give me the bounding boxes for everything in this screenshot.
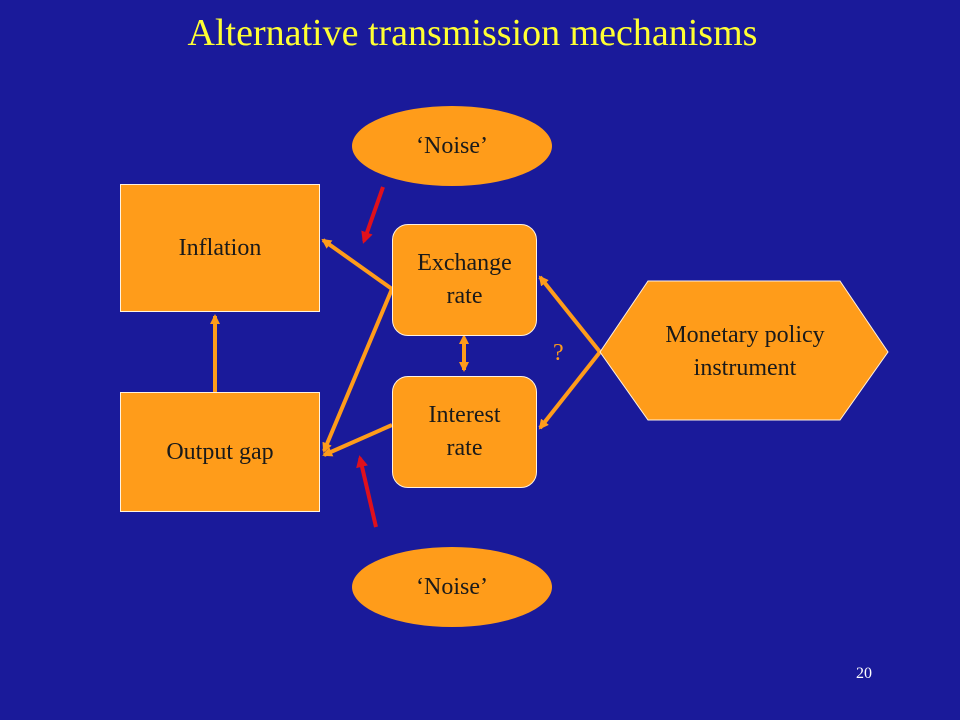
arrow-interest-rate-to-output-gap <box>322 423 393 457</box>
monetary-policy-hexagon <box>599 280 889 421</box>
inflation-box: Inflation <box>120 184 320 312</box>
noise-bottom-ellipse: ‘Noise’ <box>352 547 552 627</box>
arrow-exchange-rate-to-output-gap <box>322 288 394 453</box>
noise-arrow-bottom <box>356 455 378 528</box>
noise-bottom-label: ‘Noise’ <box>416 573 488 600</box>
arrow-exchange-rate-to-inflation <box>321 238 394 291</box>
noise-arrow-top <box>361 186 385 244</box>
slide-title: Alternative transmission mechanisms <box>187 12 758 54</box>
exchange-rate-box: Exchange rate <box>392 224 537 336</box>
noise-top-ellipse: ‘Noise’ <box>352 106 552 186</box>
arrow-policy-to-interest-rate <box>538 350 602 430</box>
output-gap-box: Output gap <box>120 392 320 512</box>
question-mark-label: ? <box>553 340 564 366</box>
noise-top-label: ‘Noise’ <box>416 132 488 159</box>
page-number: 20 <box>856 665 872 682</box>
monetary-policy-label: Monetary policy instrument <box>665 322 825 381</box>
inflation-label: Inflation <box>178 234 262 261</box>
arrow-policy-to-exchange-rate <box>538 275 602 354</box>
output-gap-label: Output gap <box>166 438 274 465</box>
interest-rate-box: Interest rate <box>392 376 537 488</box>
exchange-rate-label: Exchange rate <box>417 250 512 309</box>
interest-rate-label: Interest rate <box>428 402 501 461</box>
